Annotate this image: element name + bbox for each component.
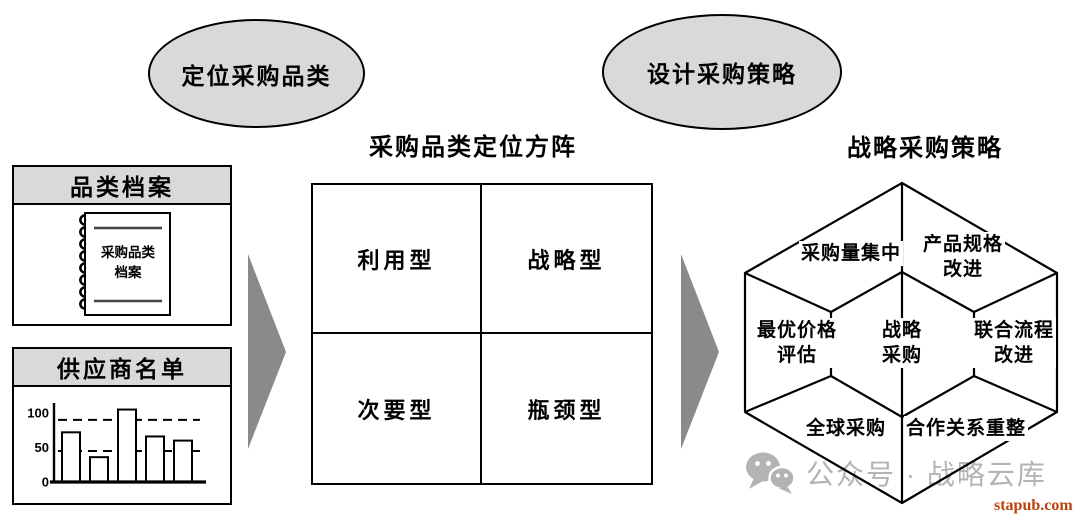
matrix-quadrant-strategic: 战略型	[482, 185, 651, 334]
strategy-hexagon	[743, 181, 1059, 505]
notebook-text-line2: 档案	[115, 264, 142, 280]
bar	[61, 431, 81, 483]
supplier-list-box: 供应商名单 0 50 100	[12, 347, 232, 505]
bar	[89, 456, 109, 484]
hex-cell-best-price-evaluation: 最优价格 评估	[754, 318, 840, 368]
supplier-bar-chart: 0 50 100	[27, 403, 206, 490]
hexagon-spoke-lr	[973, 374, 1058, 414]
site-watermark: stapub.com	[994, 497, 1073, 514]
stage-ellipse-design-strategy: 设计采购策略	[602, 14, 842, 130]
hex-cell-volume-concentration: 采购量集中	[798, 241, 904, 266]
flow-arrow-right-2	[681, 254, 719, 449]
stage-ellipse-position-category: 定位采购品类	[148, 19, 365, 128]
supplier-list-header: 供应商名单	[14, 349, 230, 387]
hexagon-spoke-ul	[744, 271, 832, 314]
hex-cell-joint-process-improvement: 联合流程 改进	[971, 318, 1057, 368]
y-tick-label: 0	[42, 475, 49, 490]
hexagon-spoke-ur	[973, 272, 1058, 313]
hex-center-strategic-sourcing: 战略 采购	[879, 318, 925, 368]
category-archive-body: 采购品类 档案	[14, 205, 230, 323]
bar	[145, 435, 165, 483]
y-tick-label: 100	[27, 406, 49, 421]
matrix-quadrant-leverage: 利用型	[313, 185, 482, 334]
hex-cell-product-spec-improvement: 产品规格 改进	[920, 232, 1006, 282]
stage-label: 定位采购品类	[181, 63, 332, 89]
category-archive-box: 品类档案 采购品类 档案	[12, 165, 232, 326]
watermark-text: 公众号 · 战略云库	[806, 459, 1047, 490]
notebook-text-line1: 采购品类	[101, 244, 155, 260]
category-archive-header: 品类档案	[14, 167, 230, 205]
hex-cell-global-sourcing: 全球采购	[803, 416, 889, 441]
hexagon-spoke-ll	[744, 374, 832, 414]
supplier-list-body: 0 50 100	[14, 387, 230, 500]
wechat-icon	[746, 452, 796, 494]
watermark: 公众号 · 战略云库	[744, 451, 1047, 495]
flow-arrow-right-1	[248, 254, 286, 449]
hex-cell-relationship-restructuring: 合作关系重整	[903, 416, 1029, 441]
notebook-icon: 采购品类 档案	[79, 212, 171, 316]
matrix-quadrant-bottleneck: 瓶颈型	[527, 397, 606, 423]
hexagon-title: 战略采购策略	[847, 136, 1003, 162]
matrix-title: 采购品类定位方阵	[369, 135, 577, 161]
y-tick-label: 50	[35, 440, 49, 455]
positioning-matrix: 利用型 战略型 次要型 瓶颈型	[311, 183, 653, 485]
bar	[117, 408, 137, 483]
bar	[173, 439, 193, 483]
stage-label: 设计采购策略	[647, 62, 797, 87]
matrix-quadrant-noncritical: 次要型	[313, 334, 482, 483]
